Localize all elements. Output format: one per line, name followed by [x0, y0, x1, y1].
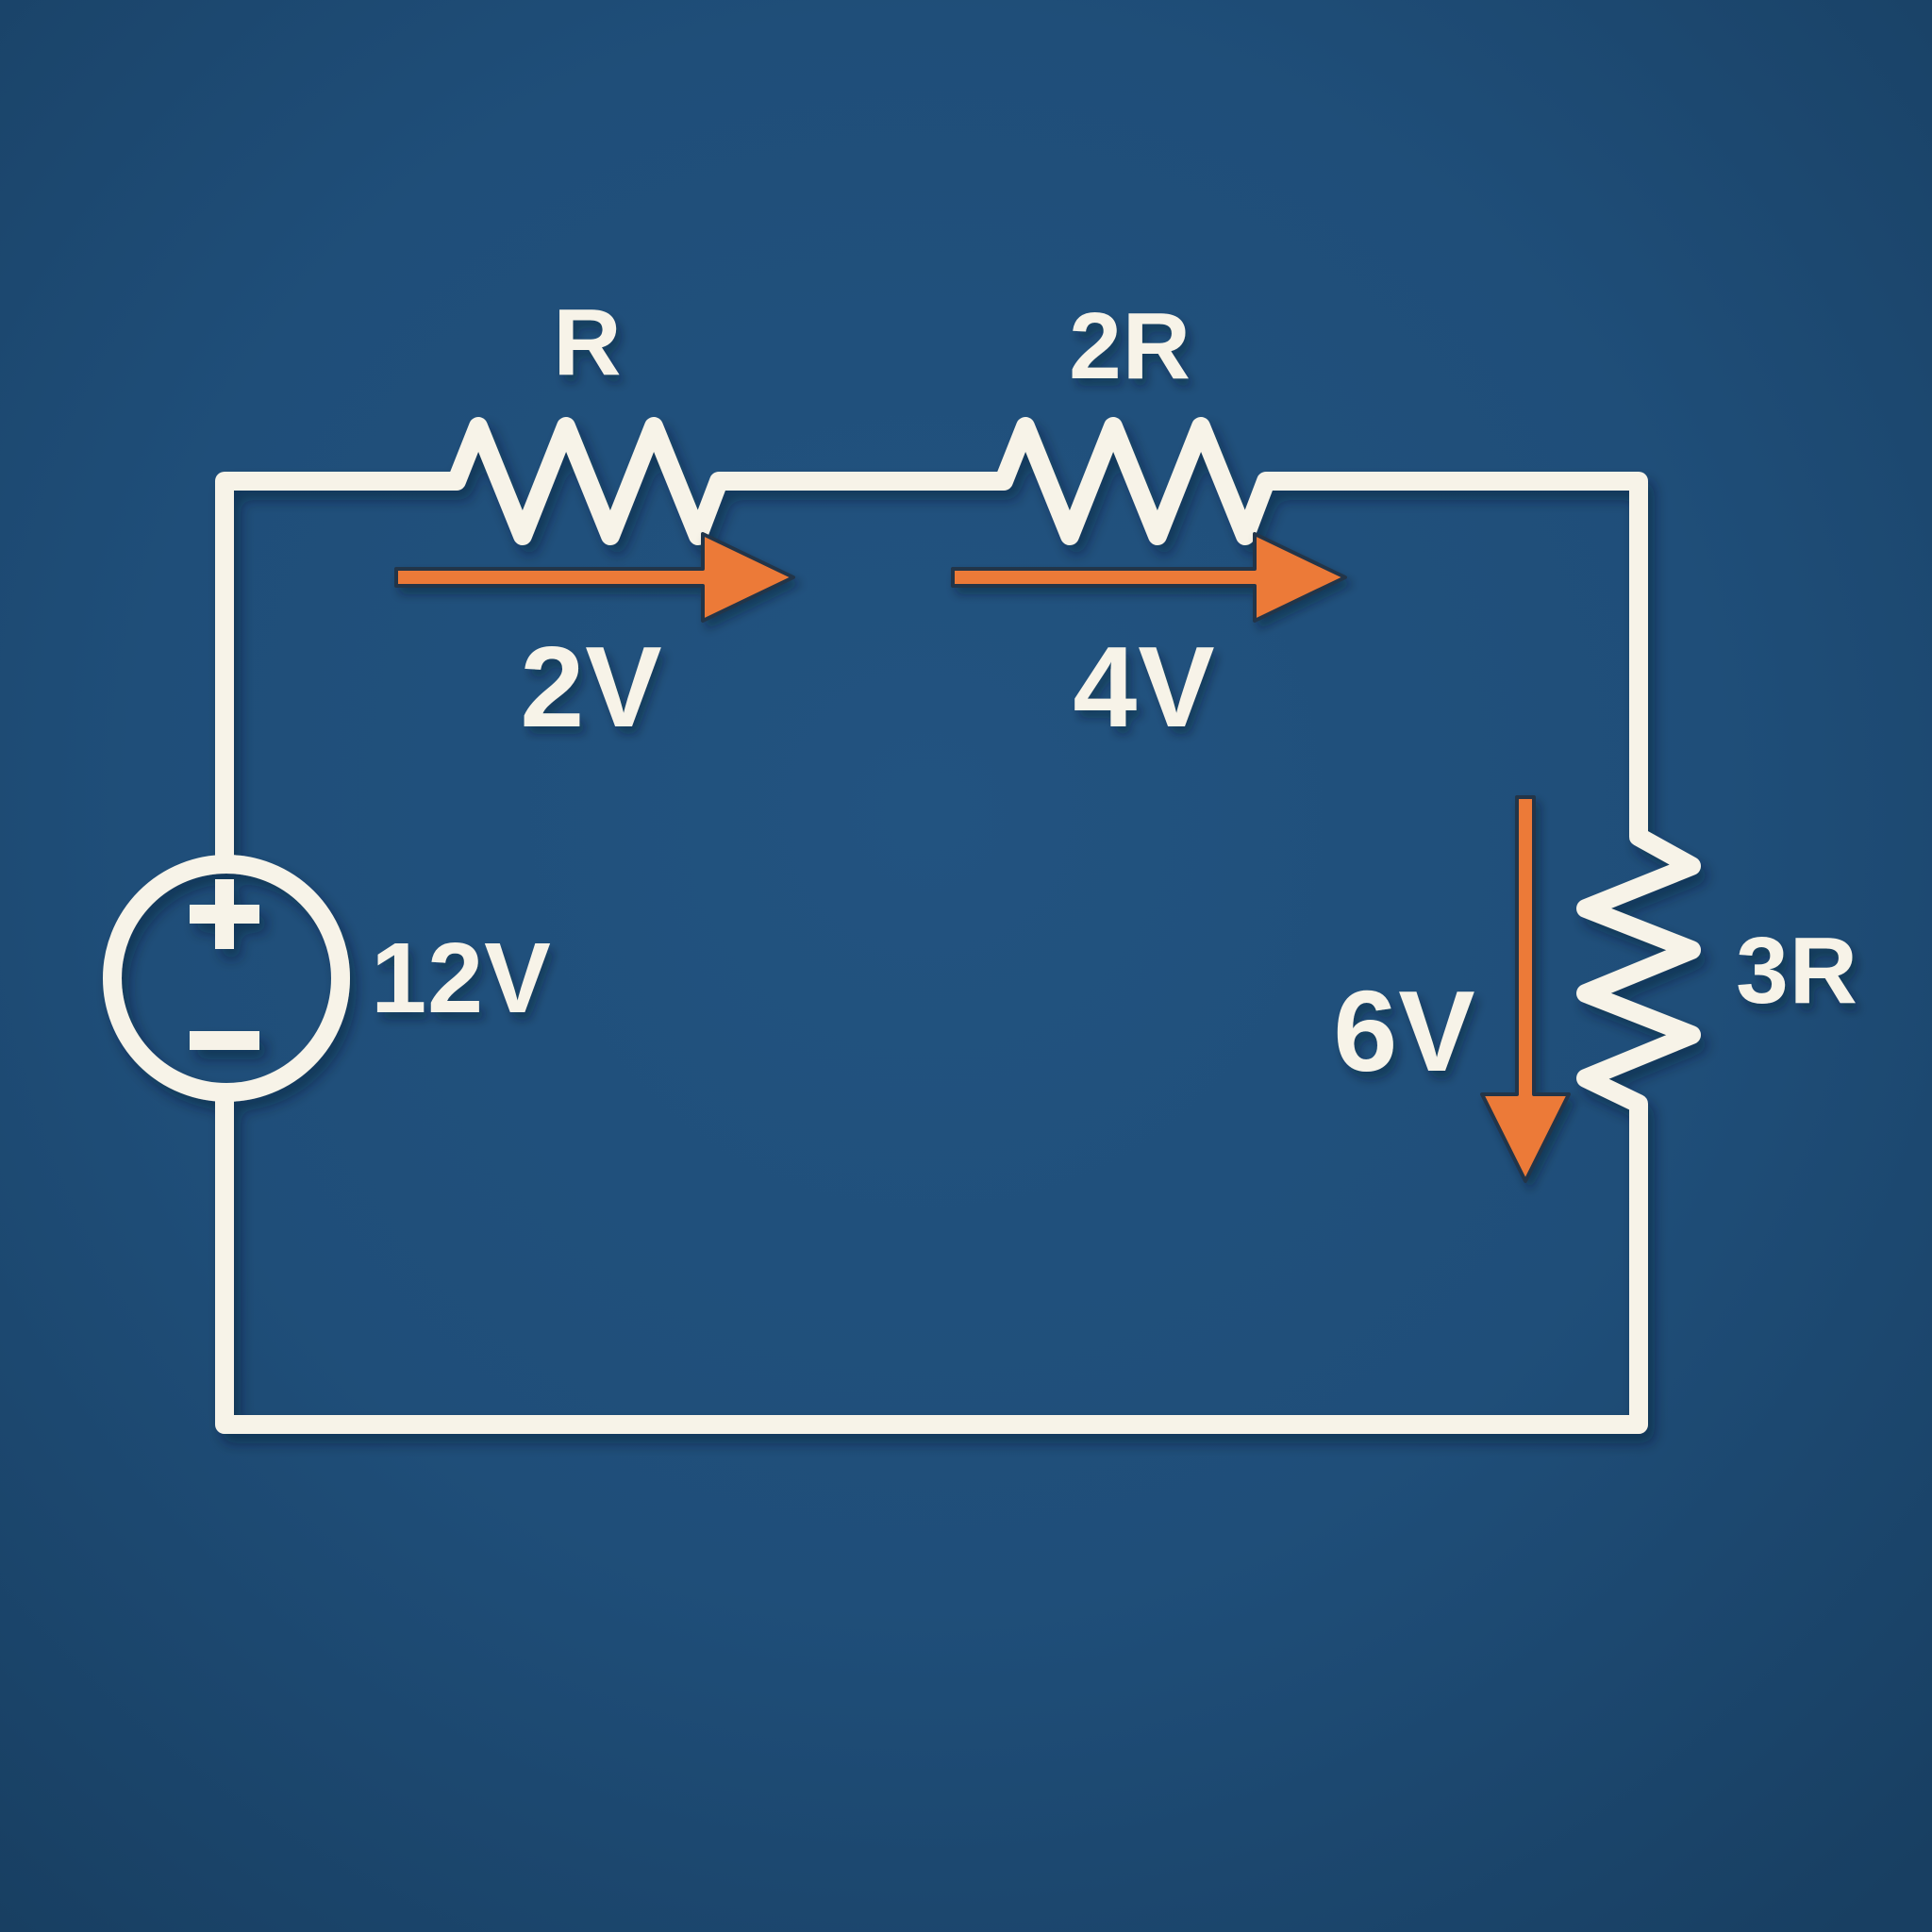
voltage-source-circle [103, 855, 350, 1102]
voltage-drop-2v-label: 2V [520, 623, 662, 751]
current-arrow-2r-icon [951, 532, 1347, 623]
voltage-drop-4v-label: 4V [1073, 623, 1215, 751]
resistor-3r-label: 3R [1736, 918, 1858, 1024]
current-arrow-3r-icon [1480, 795, 1571, 1183]
current-arrow-r-icon [394, 532, 795, 623]
resistor-2r-label: 2R [1069, 293, 1191, 399]
plus-icon [190, 879, 259, 949]
voltage-drop-6v-label: 6V [1333, 967, 1475, 1095]
circuit-wire [215, 417, 1701, 1434]
source-voltage-label: 12V [371, 923, 552, 1034]
resistor-r-label: R [553, 290, 622, 395]
